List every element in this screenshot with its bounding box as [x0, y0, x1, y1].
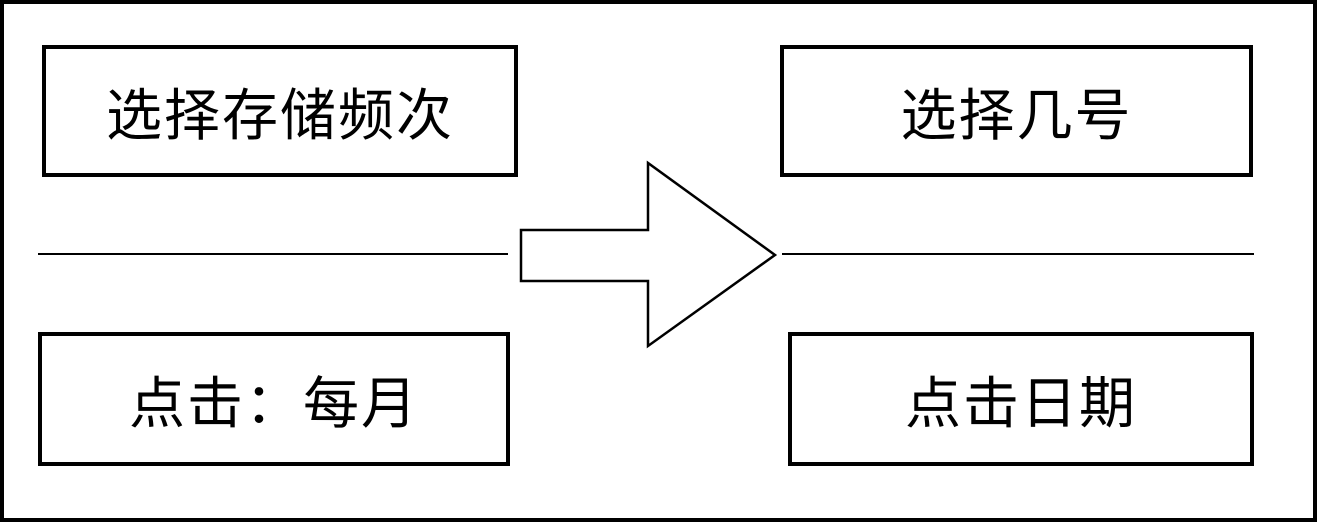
- left-divider-line: [38, 253, 508, 255]
- step-label-select-frequency: 选择存储频次: [106, 83, 454, 149]
- action-label-click-date: 点击日期: [905, 371, 1137, 437]
- action-box-click-monthly: 点击：每月: [38, 332, 510, 466]
- step-label-select-day: 选择几号: [900, 83, 1133, 149]
- action-box-click-date: 点击日期: [788, 332, 1254, 466]
- arrow-shape: [519, 160, 778, 349]
- action-label-click-monthly: 点击：每月: [129, 371, 419, 437]
- step-box-select-frequency: 选择存储频次: [42, 45, 518, 177]
- step-box-select-day: 选择几号: [780, 45, 1253, 177]
- right-divider-line: [782, 253, 1254, 255]
